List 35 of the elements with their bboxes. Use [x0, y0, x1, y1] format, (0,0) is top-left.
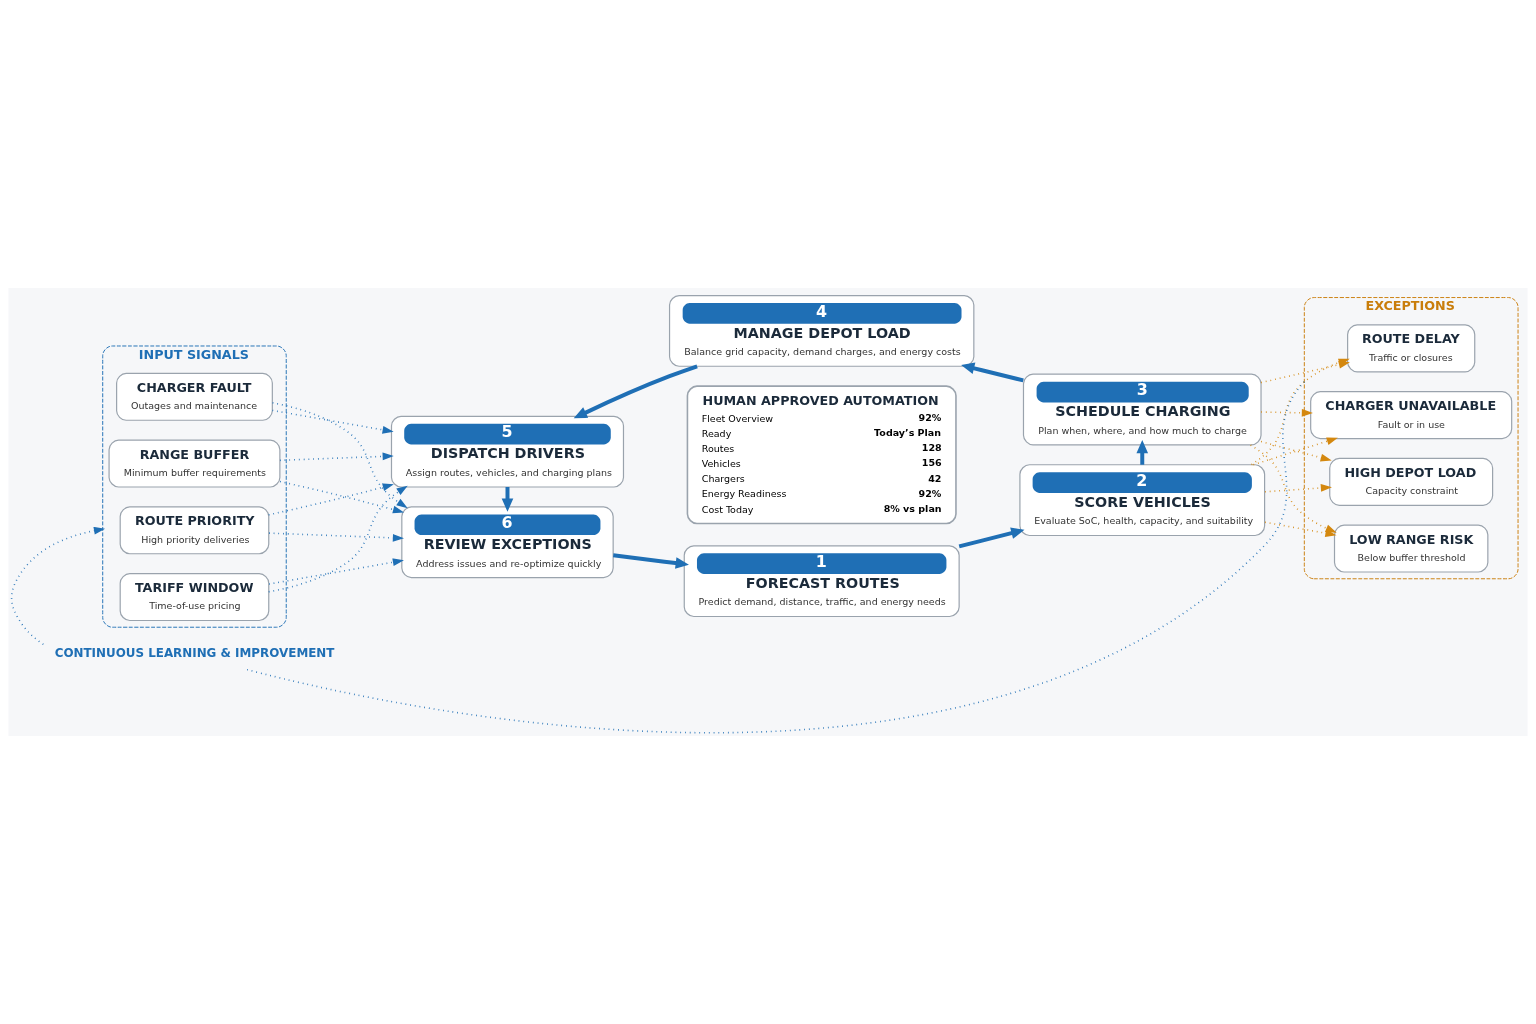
- arrow: [10, 526, 106, 646]
- arrow: [1252, 437, 1338, 466]
- node-box: 5 DISPATCH DRIVERS Assign routes, vehicles, and charging plans: [390, 415, 625, 488]
- arrow: [1260, 408, 1313, 417]
- node-box: CHARGER UNAVAILABLE Fault or in use: [1310, 391, 1513, 440]
- node-box: 2 SCORE VEHICLES Evaluate SoC, health, capacity, and suitability: [1019, 464, 1266, 537]
- arrow: [1264, 521, 1337, 538]
- arrow: [961, 362, 1024, 383]
- node-box: 4 MANAGE DEPOT LOAD Balance grid capacity, demand charges, and energy costs: [668, 294, 975, 367]
- node-text: CONTINUOUS LEARNING & IMPROVEMENT: [54, 646, 335, 661]
- arrow: [958, 527, 1025, 549]
- arrow: [271, 409, 394, 434]
- arrow: [279, 480, 405, 514]
- node-box: 6 REVIEW EXCEPTIONS Address issues and re-optimize quickly: [401, 506, 614, 579]
- arrow: [1136, 439, 1149, 465]
- node-box: CHARGER FAULT Outages and maintenance: [116, 372, 273, 421]
- node-box: LOW RANGE RISK Below buffer threshold: [1333, 524, 1489, 573]
- arrow: [268, 558, 404, 585]
- arrow: [267, 485, 408, 593]
- arrow: [279, 452, 394, 462]
- arrow: [271, 402, 408, 509]
- node-box: TARIFF WINDOW Time-of-use pricing: [119, 573, 270, 622]
- node-box: 3 SCHEDULE CHARGING Plan when, where, and how much to charge: [1022, 373, 1262, 446]
- node-box: 1 FORECAST ROUTES Predict demand, distance, traffic, and energy needs: [683, 545, 960, 618]
- node-box: HUMAN APPROVED AUTOMATION Fleet Overview 92% Ready Today’s Plan Routes 128 Vehicles 156 Chargers 42 Energy Readiness 92% Cost Today 8% vs plan: [686, 385, 957, 525]
- node-box: ROUTE PRIORITY High priority deliveries: [119, 506, 270, 555]
- node-box: RANGE BUFFER Minimum buffer requirements: [108, 439, 281, 488]
- connector: [245, 380, 1306, 734]
- node-box: HIGH DEPOT LOAD Capacity constraint: [1329, 457, 1494, 506]
- arrow: [1260, 440, 1332, 462]
- arrow: [613, 553, 689, 569]
- arrow: [1249, 444, 1337, 533]
- node-box: ROUTE DELAY Traffic or closures: [1347, 324, 1476, 373]
- arrow: [268, 532, 404, 542]
- arrow: [1264, 484, 1332, 493]
